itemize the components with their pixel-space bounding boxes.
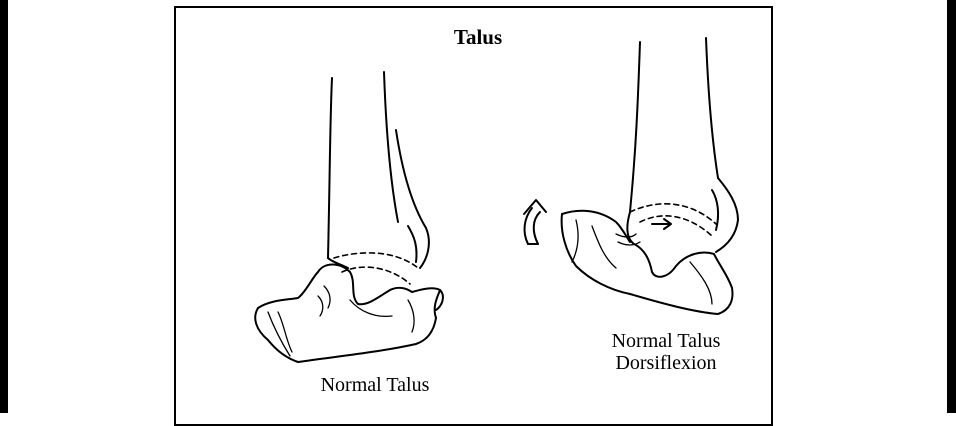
right-tibia-shaft bbox=[630, 42, 640, 212]
left-fibula-inner bbox=[408, 226, 417, 262]
left-tibia-shaft bbox=[328, 78, 332, 258]
left-calcaneus-bottom bbox=[298, 318, 436, 362]
left-talus-dome bbox=[318, 265, 412, 305]
left-joint-dashed-line bbox=[334, 253, 418, 268]
dorsiflexion-talus-drawing bbox=[524, 38, 738, 314]
dorsiflexion-caption-line-2: Dorsiflexion bbox=[586, 352, 746, 374]
talus-illustration bbox=[0, 0, 956, 413]
left-tibia-back bbox=[384, 72, 398, 222]
right-fibula bbox=[716, 178, 738, 252]
right-calcaneus-bottom bbox=[630, 254, 732, 314]
left-calcaneus-top bbox=[255, 308, 298, 362]
normal-talus-caption: Normal Talus bbox=[290, 374, 460, 396]
normal-talus-drawing bbox=[255, 72, 443, 362]
dorsiflexion-caption-line-1: Normal Talus bbox=[586, 330, 746, 352]
right-tibia-back bbox=[706, 38, 718, 178]
left-talus-body bbox=[258, 272, 318, 308]
left-fibula bbox=[396, 130, 429, 268]
